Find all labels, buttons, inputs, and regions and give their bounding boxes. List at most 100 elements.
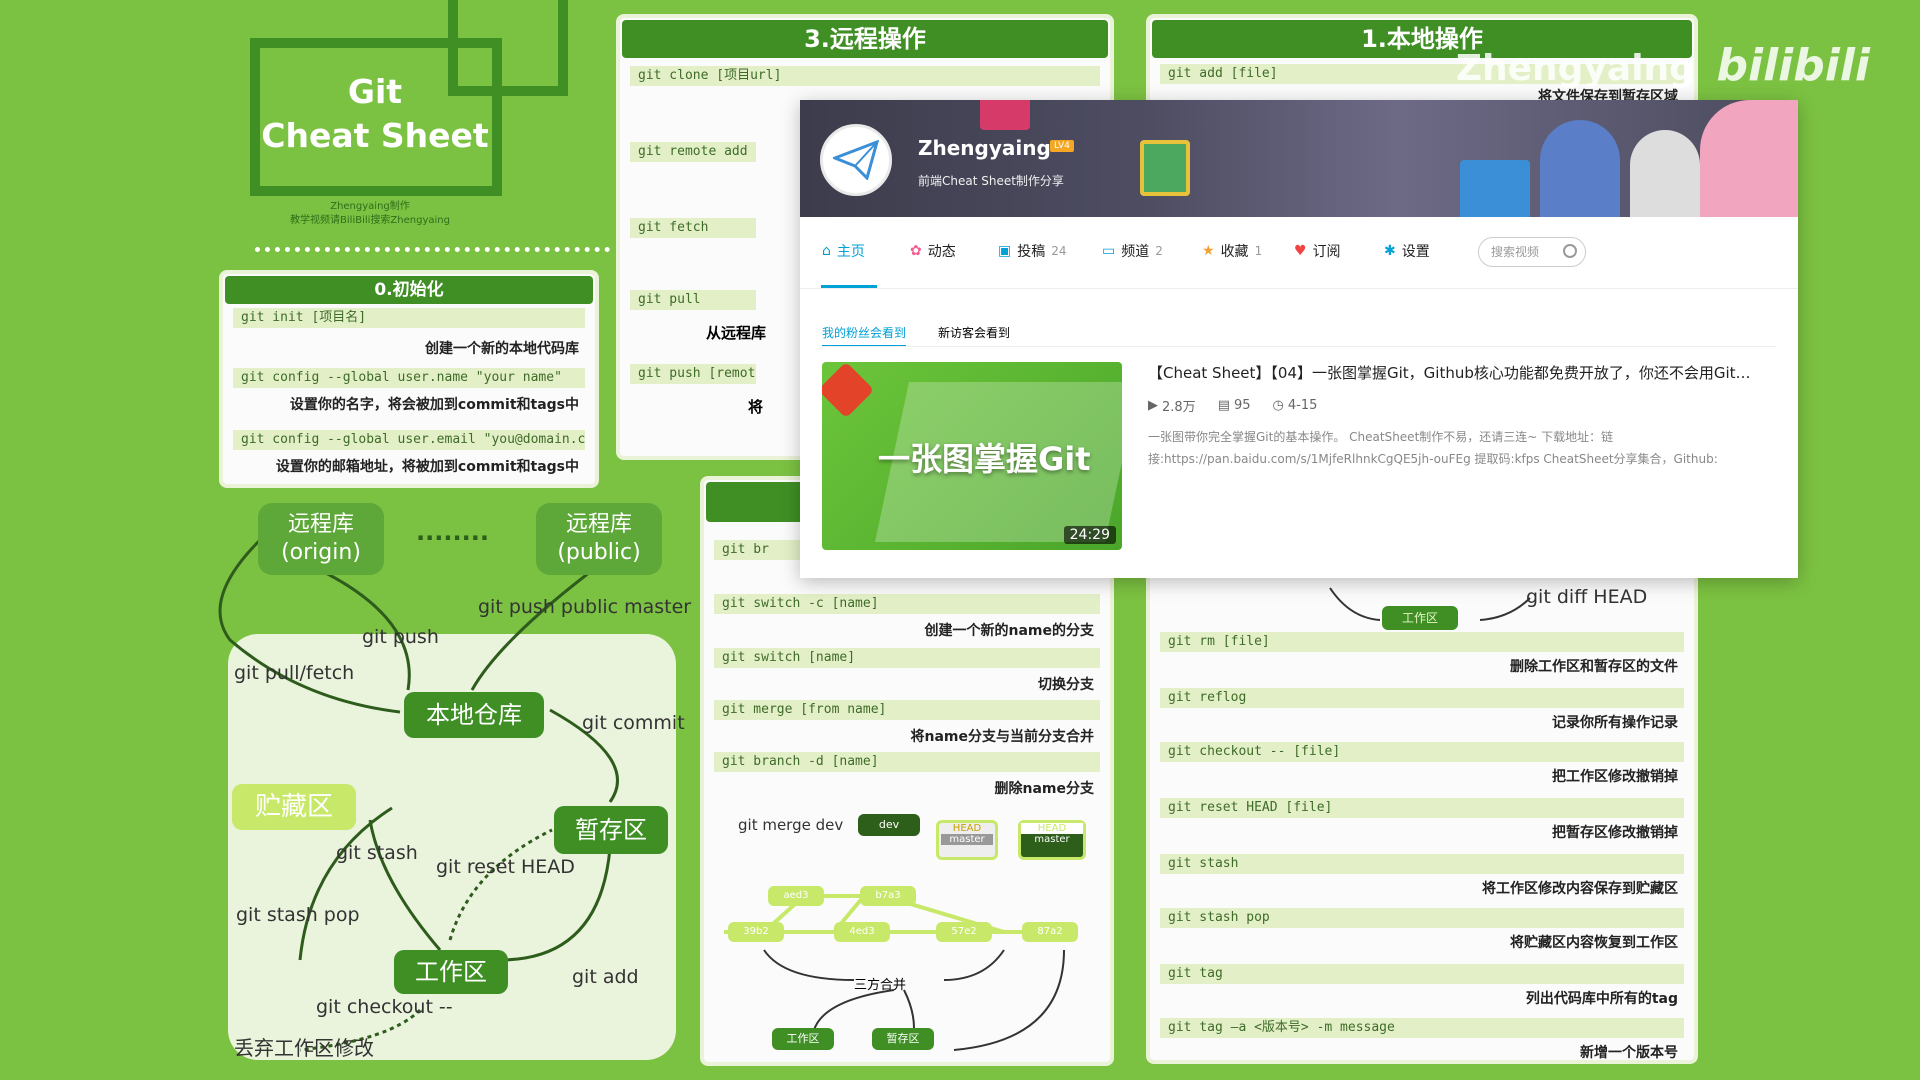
- remote-dots: ........: [416, 518, 489, 546]
- push-public-label: git push public master: [478, 596, 692, 618]
- gear-icon: ✱: [1384, 243, 1396, 259]
- logo-frame-corner: [448, 0, 568, 96]
- user-signature: 前端Cheat Sheet制作分享: [918, 174, 1064, 188]
- video-stats: ▶2.8万 ▤95 ◷4-15: [1148, 396, 1317, 415]
- commit-node-87a2: 87a2: [1022, 922, 1078, 942]
- stash-desc: 将工作区修改内容保存到贮藏区: [1482, 881, 1678, 897]
- local-panel-title: 1.本地操作: [1152, 20, 1692, 58]
- video-duration: 24:29: [1063, 526, 1116, 544]
- init-cmd: git init [项目名]: [233, 308, 585, 328]
- level-badge: LV4: [1050, 140, 1074, 152]
- nav-active-indicator: [821, 285, 877, 288]
- upload-icon: ▣: [998, 243, 1012, 259]
- character-figure: [1630, 130, 1700, 217]
- branch-d-cmd: git branch -d [name]: [714, 752, 1100, 772]
- visibility-tabs: 我的粉丝会看到 新访客会看到: [822, 324, 1010, 347]
- reflog-desc: 记录你所有操作记录: [1552, 715, 1678, 731]
- gift-decoration: [1140, 140, 1190, 196]
- video-title[interactable]: 【Cheat Sheet】【04】一张图掌握Git，Github核心功能都免费开…: [1148, 364, 1751, 382]
- config-email-desc: 设置你的邮箱地址，将被加到commit和tags中: [275, 459, 579, 475]
- node-local-repo[interactable]: 本地仓库: [404, 692, 544, 738]
- tabs-divider: [822, 346, 1776, 347]
- tab-visitors-view[interactable]: 新访客会看到: [938, 326, 1011, 340]
- config-name-desc: 设置你的名字，将会被加到commit和tags中: [289, 397, 579, 413]
- character-figure: [1700, 100, 1798, 217]
- node-staging[interactable]: 暂存区: [554, 806, 668, 854]
- push-desc: 将: [748, 398, 764, 416]
- nav-home[interactable]: ⌂ 主页: [822, 243, 865, 260]
- danmaku-count: ▤95: [1217, 398, 1251, 413]
- dotted-divider: [255, 247, 610, 252]
- nav-dynamic[interactable]: ✿ 动态: [910, 243, 956, 260]
- rm-cmd: git rm [file]: [1160, 632, 1684, 652]
- config-name-cmd: git config --global user.name "your name…: [233, 368, 585, 388]
- thumbnail-title: 一张图掌握Git: [878, 440, 1091, 478]
- stash-pop-cmd: git stash pop: [1160, 908, 1684, 928]
- video-description: 一张图带你完全掌握Git的基本操作。 CheatSheet制作不易，还请三连~ …: [1148, 430, 1718, 466]
- head-box-2: HEAD master: [1018, 820, 1086, 860]
- head-box-1: HEAD master: [936, 820, 998, 860]
- push-label: git push: [362, 626, 439, 648]
- tag-new-cmd: git tag —a <版本号> -m message: [1160, 1018, 1684, 1038]
- stash-pop-desc: 将贮藏区内容恢复到工作区: [1510, 935, 1678, 951]
- video-thumbnail[interactable]: 一张图掌握Git 24:29: [822, 362, 1122, 550]
- commit-node-57e2: 57e2: [936, 922, 992, 942]
- commit-label: git commit: [582, 712, 685, 734]
- commit-node-b7a3: b7a3: [860, 886, 916, 906]
- branch-d-desc: 删除name分支: [994, 781, 1095, 797]
- add-file-cmd: git add [file]: [1160, 64, 1684, 84]
- character-figure: [1540, 120, 1620, 217]
- star-icon: ★: [1202, 243, 1215, 259]
- search-icon[interactable]: [1563, 244, 1577, 258]
- nav-subscriptions[interactable]: ♥ 订阅: [1294, 243, 1341, 260]
- merge-dev-label: git merge dev: [738, 816, 844, 834]
- switch-c-cmd: git switch -c [name]: [714, 594, 1100, 614]
- pull-cmd: git pull: [630, 290, 756, 310]
- reset-head-label: git reset HEAD: [436, 856, 575, 878]
- play-icon: ▶: [1148, 398, 1158, 413]
- node-stash-area[interactable]: 贮藏区: [232, 784, 356, 830]
- merge-cmd: git merge [from name]: [714, 700, 1100, 720]
- channel-icon: ▭: [1102, 243, 1116, 259]
- merge-staging-node: 暂存区: [872, 1028, 934, 1050]
- username[interactable]: Zhengyaing: [918, 136, 1051, 160]
- tab-fans-view[interactable]: 我的粉丝会看到: [822, 324, 907, 347]
- node-workspace[interactable]: 工作区: [394, 950, 508, 994]
- diff-head-label: git diff HEAD: [1526, 586, 1648, 608]
- master-label-1: master: [941, 834, 993, 845]
- checkout-file-cmd: git checkout -- [file]: [1160, 742, 1684, 762]
- stash-label: git stash: [336, 842, 418, 864]
- git-logo-icon: [822, 362, 875, 419]
- stash-cmd: git stash: [1160, 854, 1684, 874]
- remote-panel-title: 3.远程操作: [622, 20, 1108, 58]
- switch-cmd: git switch [name]: [714, 648, 1100, 668]
- checkout-file-desc: 把工作区修改撤销掉: [1552, 769, 1678, 785]
- bilibili-logo: bilibili: [1716, 40, 1870, 91]
- local-workspace-node: 工作区: [1382, 606, 1458, 630]
- commit-node-aed3: aed3: [768, 886, 824, 906]
- three-way-merge-label: 三方合并: [854, 978, 907, 993]
- avatar[interactable]: [820, 124, 892, 196]
- flow-arrows: [218, 538, 619, 1052]
- heart-icon: ♥: [1294, 243, 1307, 259]
- node-remote-origin[interactable]: 远程库(origin): [258, 503, 384, 575]
- dev-branch-label: dev: [858, 814, 920, 836]
- nav-settings[interactable]: ✱ 设置: [1384, 243, 1430, 260]
- reflog-cmd: git reflog: [1160, 688, 1684, 708]
- merge-desc: 将name分支与当前分支合并: [910, 729, 1095, 745]
- play-count: ▶2.8万: [1148, 398, 1196, 415]
- video-search-input[interactable]: 搜索视频: [1478, 237, 1586, 267]
- remote-add-cmd: git remote add <re: [630, 142, 756, 162]
- tag-cmd: git tag: [1160, 964, 1684, 984]
- watermark-name: Zhengyaing: [1455, 48, 1695, 89]
- local-diff-diagram: [1329, 587, 1531, 621]
- danmaku-icon: ▤: [1217, 398, 1230, 413]
- init-panel: 0.初始化 git init [项目名] 创建一个新的本地代码库 git con…: [219, 270, 599, 488]
- node-remote-public[interactable]: 远程库(public): [536, 503, 662, 575]
- init-panel-title: 0.初始化: [225, 276, 593, 304]
- switch-c-desc: 创建一个新的name的分支: [924, 623, 1095, 639]
